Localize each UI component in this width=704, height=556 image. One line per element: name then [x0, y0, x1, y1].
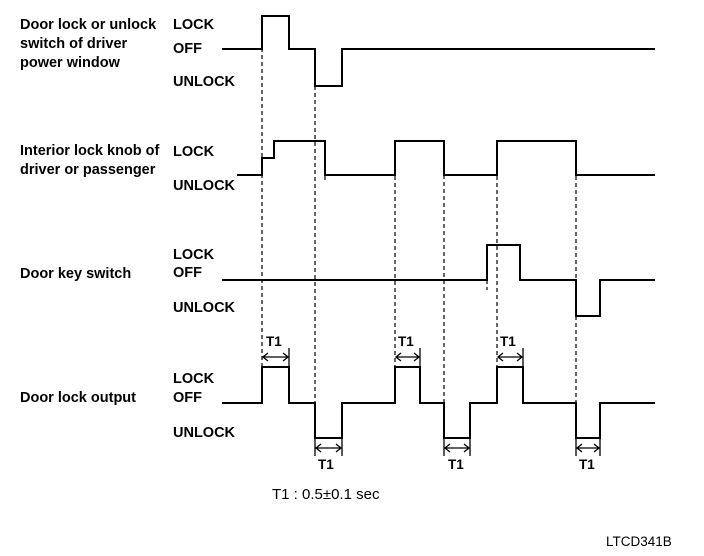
level-label-unlock: UNLOCK [173, 300, 236, 316]
level-labels-signal-3: LOCK OFF UNLOCK [173, 247, 236, 316]
figure-code: LTCD341B [606, 534, 672, 549]
waveform-door-key-switch [222, 244, 655, 317]
t1-marker-lock-3: T1 [496, 334, 524, 366]
signal-name-line: power window [20, 55, 121, 71]
t1-marker-unlock-3: T1 [575, 439, 601, 472]
t1-marker-lock-2: T1 [394, 334, 421, 366]
waveform-door-lock-switch [222, 15, 655, 87]
signal-name-door-lock-output: Door lock output [20, 390, 136, 406]
level-label-off: OFF [173, 41, 202, 57]
t1-arrow [314, 443, 343, 453]
signal-name-interior-lock-knob: Interior lock knob of driver or passenge… [20, 143, 160, 178]
level-label-lock: LOCK [173, 17, 215, 33]
level-label-lock: LOCK [173, 144, 215, 160]
t1-marker-unlock-2: T1 [443, 439, 471, 472]
waveform-door-lock-output [222, 366, 655, 439]
signal-name-line: Interior lock knob of [20, 143, 160, 159]
t1-marker-unlock-1: T1 [314, 439, 343, 472]
t1-arrow [261, 352, 290, 362]
t1-definition-note: T1 : 0.5±0.1 sec [272, 486, 380, 503]
t1-label: T1 [266, 334, 282, 349]
t1-label: T1 [398, 334, 414, 349]
signal-name-door-key-switch: Door key switch [20, 266, 131, 282]
signal-name-line: driver or passenger [20, 162, 156, 178]
t1-arrow [575, 443, 601, 453]
t1-marker-lock-1: T1 [261, 334, 290, 366]
signal-name-line: Door lock output [20, 390, 136, 406]
level-label-lock: LOCK [173, 247, 215, 263]
t1-arrow [443, 443, 471, 453]
signal-name-door-lock-switch: Door lock or unlock switch of driver pow… [20, 17, 157, 71]
signal-name-line: switch of driver [20, 36, 128, 52]
t1-arrow [496, 352, 524, 362]
level-labels-signal-1: LOCK OFF UNLOCK [173, 17, 236, 90]
level-label-off: OFF [173, 265, 202, 281]
level-labels-signal-4: LOCK OFF UNLOCK [173, 371, 236, 441]
level-label-unlock: UNLOCK [173, 425, 236, 441]
guide-lines [261, 20, 577, 403]
level-label-off: OFF [173, 390, 202, 406]
level-label-unlock: UNLOCK [173, 74, 236, 90]
waveform-interior-lock-knob [237, 140, 655, 176]
t1-label: T1 [579, 457, 595, 472]
level-label-lock: LOCK [173, 371, 215, 387]
t1-label: T1 [448, 457, 464, 472]
signal-name-line: Door lock or unlock [20, 17, 157, 33]
t1-arrow [394, 352, 421, 362]
signal-name-line: Door key switch [20, 266, 131, 282]
t1-label: T1 [318, 457, 334, 472]
t1-label: T1 [500, 334, 516, 349]
level-label-unlock: UNLOCK [173, 178, 236, 194]
level-labels-signal-2: LOCK UNLOCK [173, 144, 236, 194]
